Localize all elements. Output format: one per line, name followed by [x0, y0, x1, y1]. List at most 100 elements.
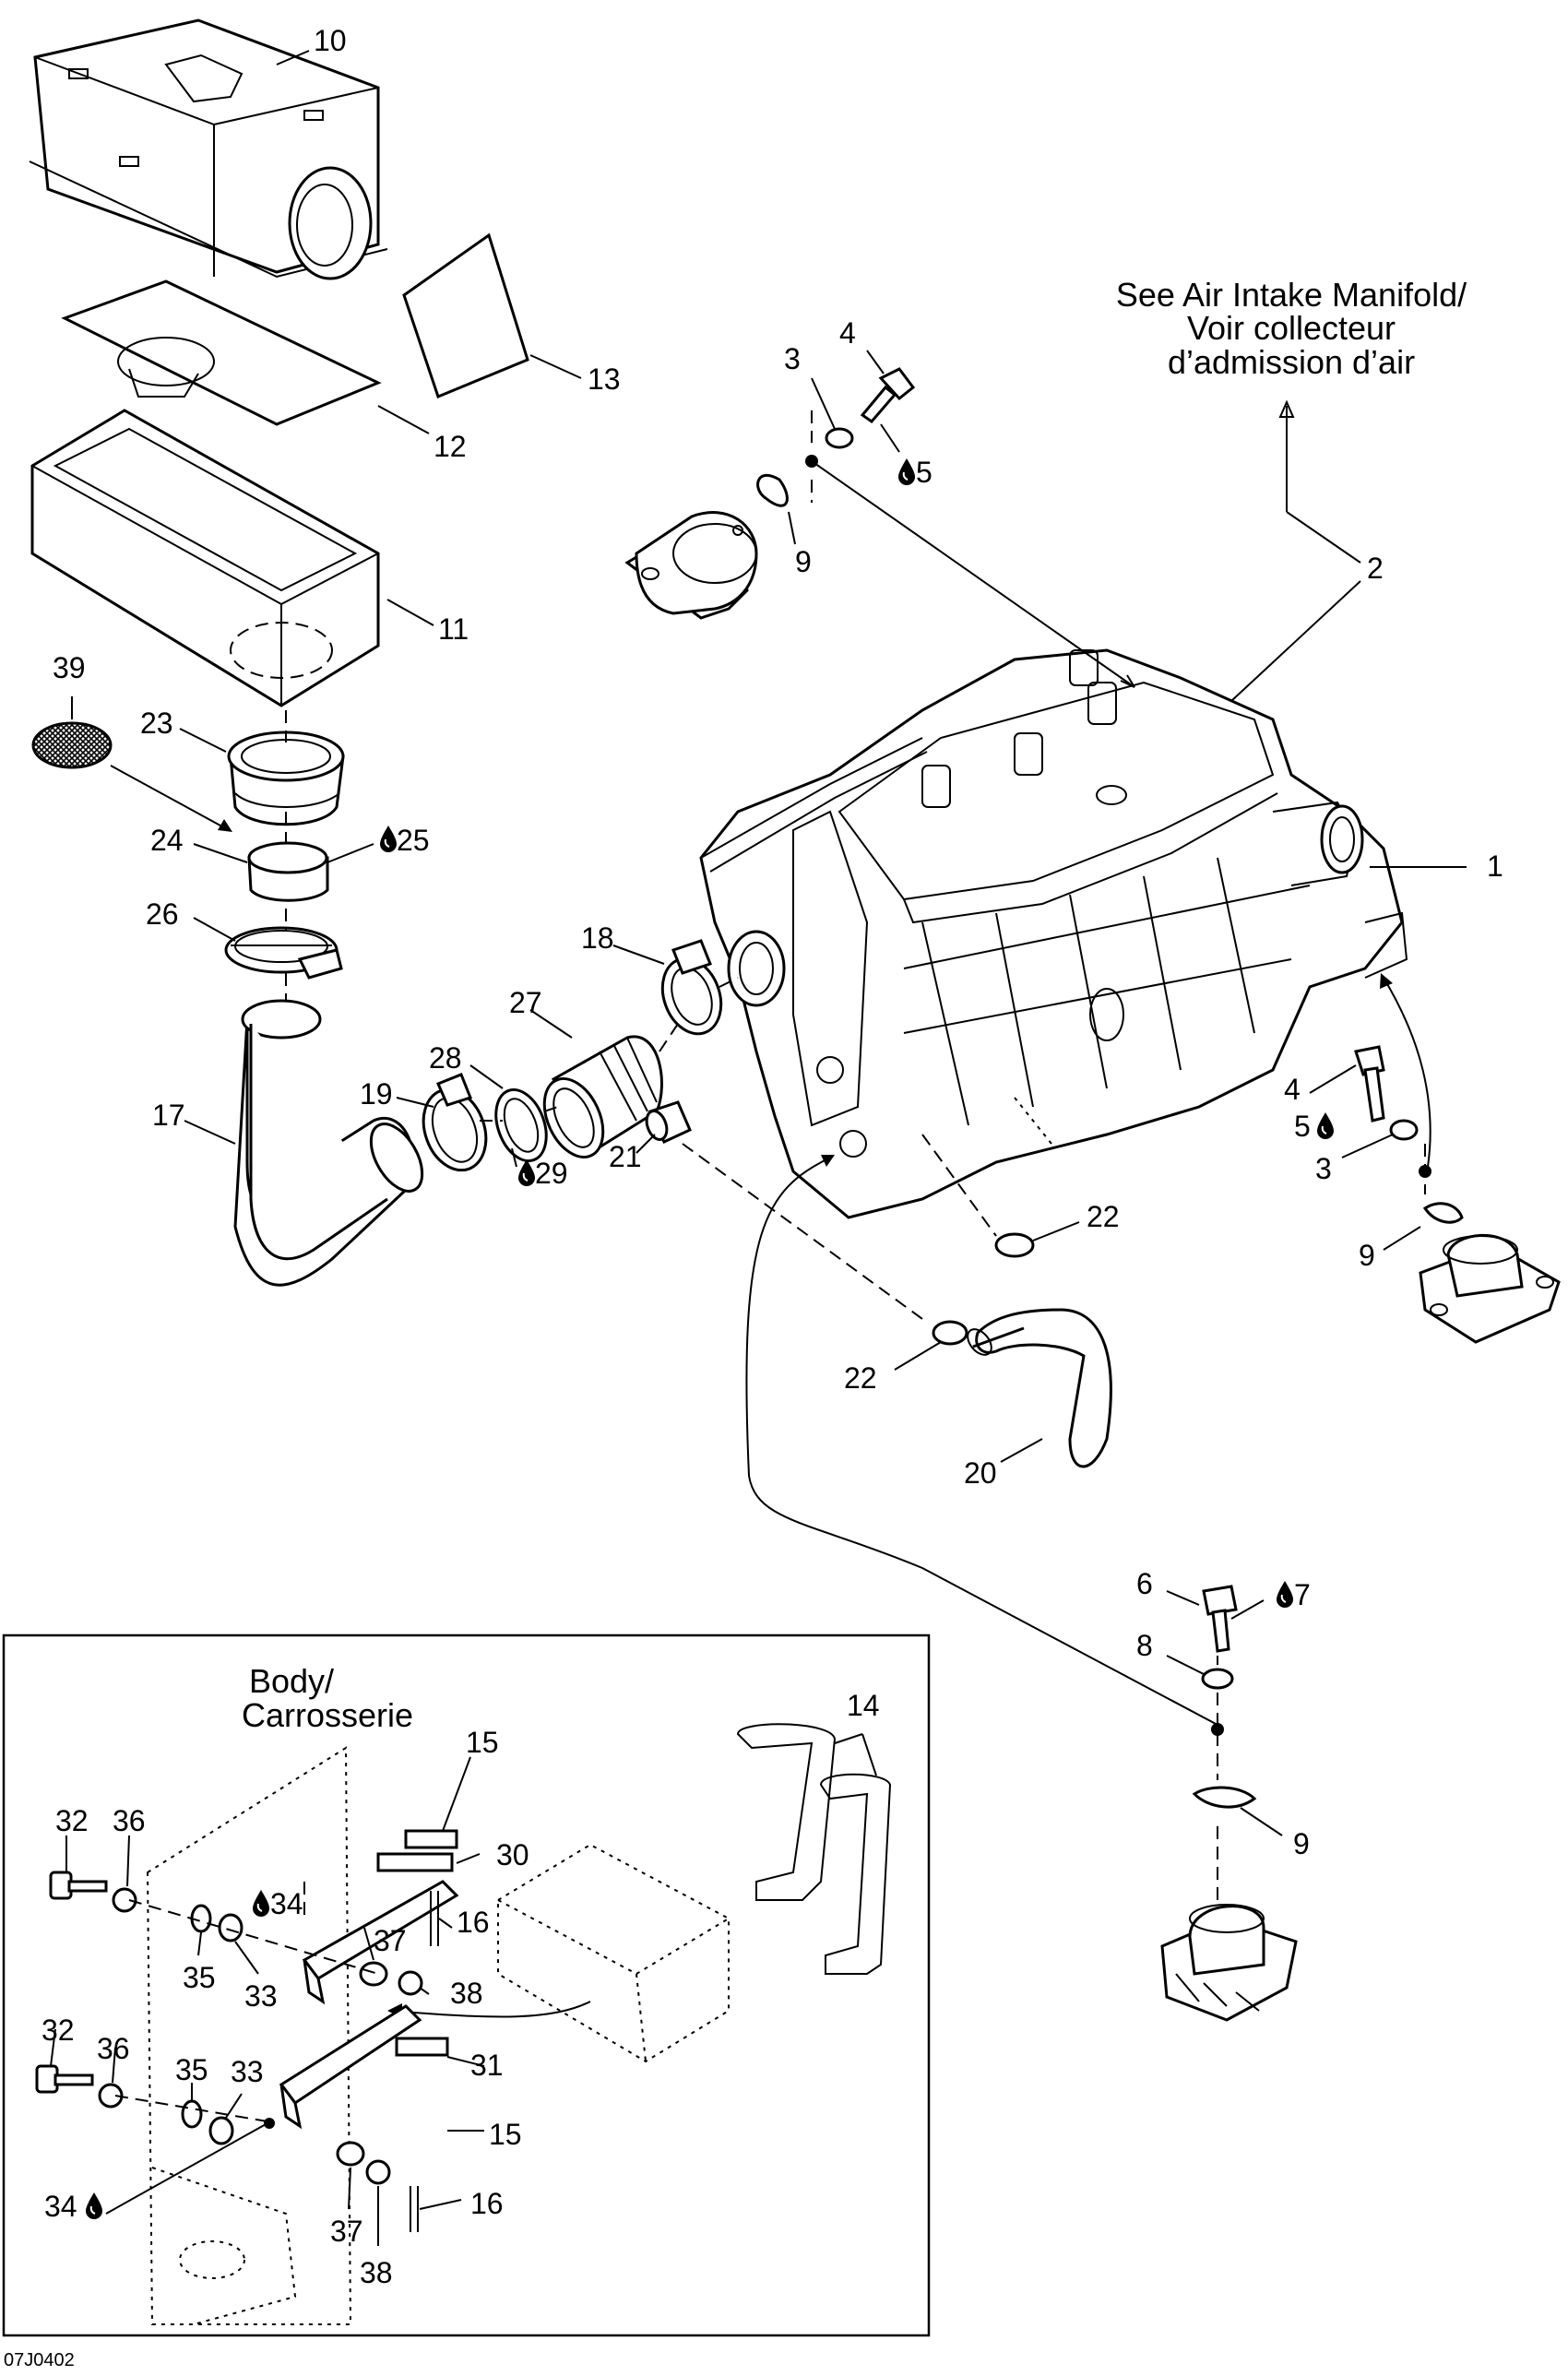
adhesive-icon-34-lower — [85, 2192, 103, 2220]
callout-34-upper: 34 — [270, 1887, 303, 1920]
callout-1: 1 — [1487, 849, 1503, 883]
adhesive-icon-29 — [517, 1158, 536, 1187]
motor-mount-rear — [1160, 1786, 1298, 2022]
callout-24: 24 — [150, 824, 184, 857]
callout-29: 29 — [535, 1157, 568, 1190]
callout-31: 31 — [470, 2049, 504, 2082]
callout-13: 13 — [588, 362, 621, 396]
callout-28: 28 — [429, 1041, 462, 1075]
callout-3-right: 3 — [1315, 1152, 1332, 1185]
callout-17: 17 — [152, 1099, 185, 1132]
callout-18: 18 — [581, 921, 614, 955]
pivot-dots — [264, 455, 1431, 2129]
callout-34-lower: 34 — [44, 2190, 77, 2223]
callout-35-lower: 35 — [175, 2053, 208, 2086]
callout-15-upper: 15 — [466, 1726, 499, 1759]
hose-fitting — [645, 1100, 692, 1144]
clamp-22-upper — [994, 1232, 1035, 1258]
bolt-6 — [1202, 1585, 1238, 1653]
motor-mount-left — [624, 473, 789, 620]
sleeve-ring — [247, 841, 329, 902]
callout-9-top: 9 — [795, 545, 812, 578]
deflector — [402, 232, 529, 398]
hose-clamp-large — [224, 926, 343, 980]
callout-32-lower: 32 — [42, 2014, 75, 2047]
hose-clamp-19 — [422, 1073, 488, 1172]
reference-note-line3: d’admission d’air — [1168, 343, 1415, 381]
callout-7: 7 — [1294, 1578, 1311, 1611]
hose-clamp-18 — [660, 939, 723, 1036]
callout-32-upper: 32 — [55, 1804, 89, 1837]
callout-19: 19 — [360, 1077, 393, 1111]
figure-code: 07J0402 — [4, 2350, 75, 2370]
callout-33-lower: 33 — [231, 2055, 264, 2088]
callout-33-upper: 33 — [244, 1979, 278, 2013]
clamp-22-lower — [932, 1320, 968, 1346]
callout-11: 11 — [438, 612, 469, 646]
callout-2: 2 — [1367, 552, 1384, 585]
callout-16-upper: 16 — [457, 1906, 490, 1939]
adhesive-icon-5-top — [897, 457, 916, 486]
motor-mount-right — [1419, 1202, 1561, 1344]
inset-label-line1: Body/ — [249, 1662, 334, 1700]
callout-22-upper: 22 — [1087, 1200, 1120, 1233]
reference-note-line1: See Air Intake Manifold/ — [1116, 276, 1467, 314]
callout-25: 25 — [397, 824, 430, 857]
callout-9-right: 9 — [1359, 1239, 1375, 1272]
callout-5-top: 5 — [916, 456, 932, 489]
bolt-4-right — [1354, 1045, 1385, 1123]
engine-assembly — [699, 648, 1408, 1219]
callout-20: 20 — [964, 1456, 997, 1490]
washer-8 — [1201, 1668, 1234, 1690]
bolt-4-top — [860, 367, 916, 424]
callout-4-top: 4 — [839, 316, 856, 350]
callout-9-rear: 9 — [1293, 1827, 1310, 1860]
callout-10: 10 — [314, 24, 347, 57]
callout-27: 27 — [509, 986, 542, 1019]
callout-3-top: 3 — [784, 342, 801, 375]
adhesive-icon-34-upper — [252, 1889, 270, 1918]
callout-14: 14 — [847, 1689, 880, 1722]
washer-3-right — [1389, 1119, 1419, 1141]
airbox-gasket-plate — [61, 279, 382, 426]
callout-38-upper: 38 — [450, 1977, 483, 2010]
callout-35-upper: 35 — [183, 1961, 216, 1994]
adhesive-icon-7 — [1276, 1580, 1294, 1609]
callout-6: 6 — [1136, 1567, 1153, 1600]
assembly-lines — [110, 399, 1431, 2018]
airbox-base — [30, 409, 380, 707]
callout-22-lower: 22 — [844, 1361, 877, 1395]
callout-4-right: 4 — [1284, 1073, 1301, 1106]
callout-leaders — [50, 50, 1467, 2246]
airbox-cover — [29, 18, 388, 280]
callout-12: 12 — [434, 430, 467, 463]
intake-elbow-hose — [233, 999, 424, 1287]
callout-36-lower: 36 — [97, 2032, 130, 2065]
sleeve-28 — [494, 1087, 548, 1163]
callout-39: 39 — [53, 651, 86, 684]
callout-23: 23 — [140, 707, 173, 740]
callout-15-lower: 15 — [489, 2118, 522, 2151]
inset-label-line2: Carrosserie — [242, 1696, 413, 1734]
callout-37-lower: 37 — [330, 2215, 363, 2248]
callout-30: 30 — [496, 1838, 529, 1871]
adhesive-icon-25 — [379, 825, 398, 853]
adhesive-icon-5-right — [1316, 1111, 1335, 1140]
drain-hose — [967, 1308, 1112, 1468]
callout-36-upper: 36 — [113, 1804, 146, 1837]
intake-adapter — [227, 731, 345, 826]
reference-note-line2: Voir collecteur — [1187, 309, 1396, 347]
callout-8: 8 — [1136, 1629, 1153, 1662]
callout-16-lower: 16 — [470, 2187, 504, 2220]
throttle-bellows — [542, 1035, 663, 1158]
callout-21: 21 — [609, 1140, 642, 1173]
callout-38-lower: 38 — [360, 2256, 393, 2289]
washer-3-top — [825, 427, 854, 449]
callout-5-right: 5 — [1294, 1110, 1311, 1143]
callout-37-upper: 37 — [374, 1924, 407, 1957]
callout-26: 26 — [146, 897, 179, 931]
inset-bracket-detail — [2, 1634, 931, 2337]
flame-arrester-screen — [31, 721, 113, 769]
callout-labels: 10 13 12 11 39 23 24 25 26 17 19 28 29 2… — [42, 24, 1503, 2289]
